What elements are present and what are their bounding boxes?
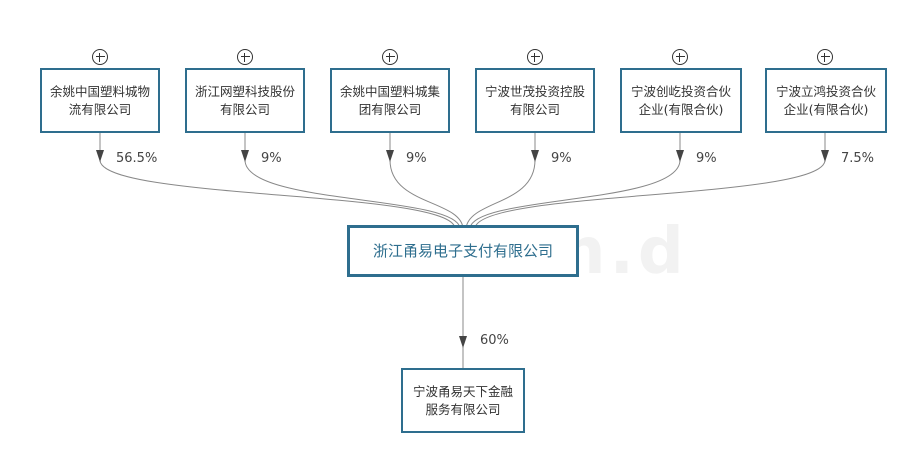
shareholder-node[interactable]: 浙江网塑科技股份有限公司	[185, 68, 305, 133]
ownership-percent: 9%	[551, 151, 572, 166]
connector-line	[99, 159, 456, 229]
subsidiary-node[interactable]: 宁波甬易天下金融服务有限公司	[401, 368, 525, 433]
shareholder-name: 余姚中国塑料城物流有限公司	[49, 83, 150, 117]
arrow-head-icon	[676, 150, 684, 162]
center-company-name: 浙江甬易电子支付有限公司	[372, 242, 553, 260]
arrow-head-icon	[386, 150, 394, 162]
expand-plus-icon[interactable]	[817, 49, 833, 65]
expand-plus-icon[interactable]	[672, 49, 688, 65]
arrow-head-icon	[96, 150, 104, 162]
arrow-head-icon	[241, 150, 249, 162]
subsidiary-percent: 60%	[480, 333, 509, 348]
expand-plus-icon[interactable]	[527, 49, 543, 65]
expand-plus-icon[interactable]	[237, 49, 253, 65]
arrow-head-icon	[821, 150, 829, 162]
shareholder-node[interactable]: 余姚中国塑料城集团有限公司	[330, 68, 450, 133]
expand-plus-icon[interactable]	[382, 49, 398, 65]
subsidiary-name: 宁波甬易天下金融服务有限公司	[412, 383, 513, 417]
shareholder-node[interactable]: 余姚中国塑料城物流有限公司	[40, 68, 160, 133]
shareholder-name: 宁波立鸿投资合伙企业(有限合伙)	[775, 83, 876, 117]
shareholder-name: 余姚中国塑料城集团有限公司	[339, 83, 440, 117]
ownership-percent: 9%	[406, 151, 427, 166]
center-company-node[interactable]: 浙江甬易电子支付有限公司	[347, 225, 579, 277]
shareholder-node[interactable]: 宁波创屹投资合伙企业(有限合伙)	[620, 68, 742, 133]
shareholder-node[interactable]: 宁波世茂投资控股有限公司	[475, 68, 595, 133]
connector-line	[244, 159, 461, 229]
shareholder-node[interactable]: 宁波立鸿投资合伙企业(有限合伙)	[765, 68, 887, 133]
shareholder-name: 宁波创屹投资合伙企业(有限合伙)	[630, 83, 731, 117]
ownership-percent: 56.5%	[116, 151, 158, 166]
connector-line	[469, 159, 681, 229]
ownership-percent: 9%	[261, 151, 282, 166]
arrow-head-icon	[531, 150, 539, 162]
ownership-percent: 7.5%	[841, 151, 875, 166]
expand-plus-icon[interactable]	[92, 49, 108, 65]
ownership-percent: 9%	[696, 151, 717, 166]
connector-line	[389, 159, 464, 229]
connector-line	[474, 159, 826, 229]
arrow-head-icon	[459, 336, 467, 348]
shareholder-name: 宁波世茂投资控股有限公司	[484, 83, 585, 117]
shareholder-name: 浙江网塑科技股份有限公司	[194, 83, 295, 117]
connector-line	[465, 159, 536, 229]
